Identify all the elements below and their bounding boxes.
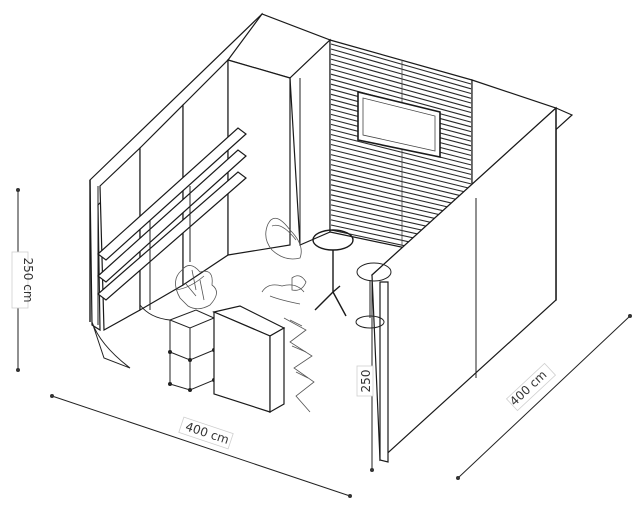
wall-slat — [330, 138, 472, 175]
wall-slat — [330, 58, 472, 99]
wall-slat — [330, 78, 472, 118]
wall-slat — [330, 53, 472, 95]
wall-slat — [330, 63, 472, 104]
bar-table — [312, 229, 354, 317]
back-wall-slatted — [329, 39, 473, 263]
wall-slat — [330, 133, 472, 171]
wall-slat — [330, 149, 472, 185]
floor-stand — [91, 304, 171, 369]
dimension-height-label: 250 cm — [21, 257, 35, 302]
wall-slat — [330, 154, 472, 190]
wall-slat — [330, 143, 472, 180]
wall-slat — [330, 169, 472, 204]
wall-shelves — [97, 127, 247, 310]
person-sketch — [261, 275, 307, 305]
dimension-front-width: 400 cm — [50, 394, 352, 498]
corner-column — [227, 13, 332, 256]
right-wall — [370, 106, 574, 463]
wall-slat — [330, 159, 472, 194]
wall-slat — [330, 73, 472, 114]
bar-stool — [355, 262, 392, 329]
plant — [175, 265, 217, 310]
dimension-wall-height-label: 250 — [359, 370, 373, 393]
dimension-wall-height: 250 — [356, 280, 374, 472]
wall-slat — [330, 164, 472, 199]
wall-slat — [330, 48, 472, 90]
wall-slat — [330, 174, 472, 209]
monitor-screen — [357, 90, 441, 158]
wall-slat — [330, 43, 472, 85]
wall-slat — [330, 68, 472, 109]
dimension-side-depth-label: 400 cm — [507, 368, 549, 409]
brochure-stand — [283, 317, 315, 413]
lounge-chair — [265, 217, 302, 260]
cube-shelf — [168, 309, 216, 392]
dimension-height: 250 cm — [11, 188, 35, 372]
reception-counter — [212, 305, 286, 414]
